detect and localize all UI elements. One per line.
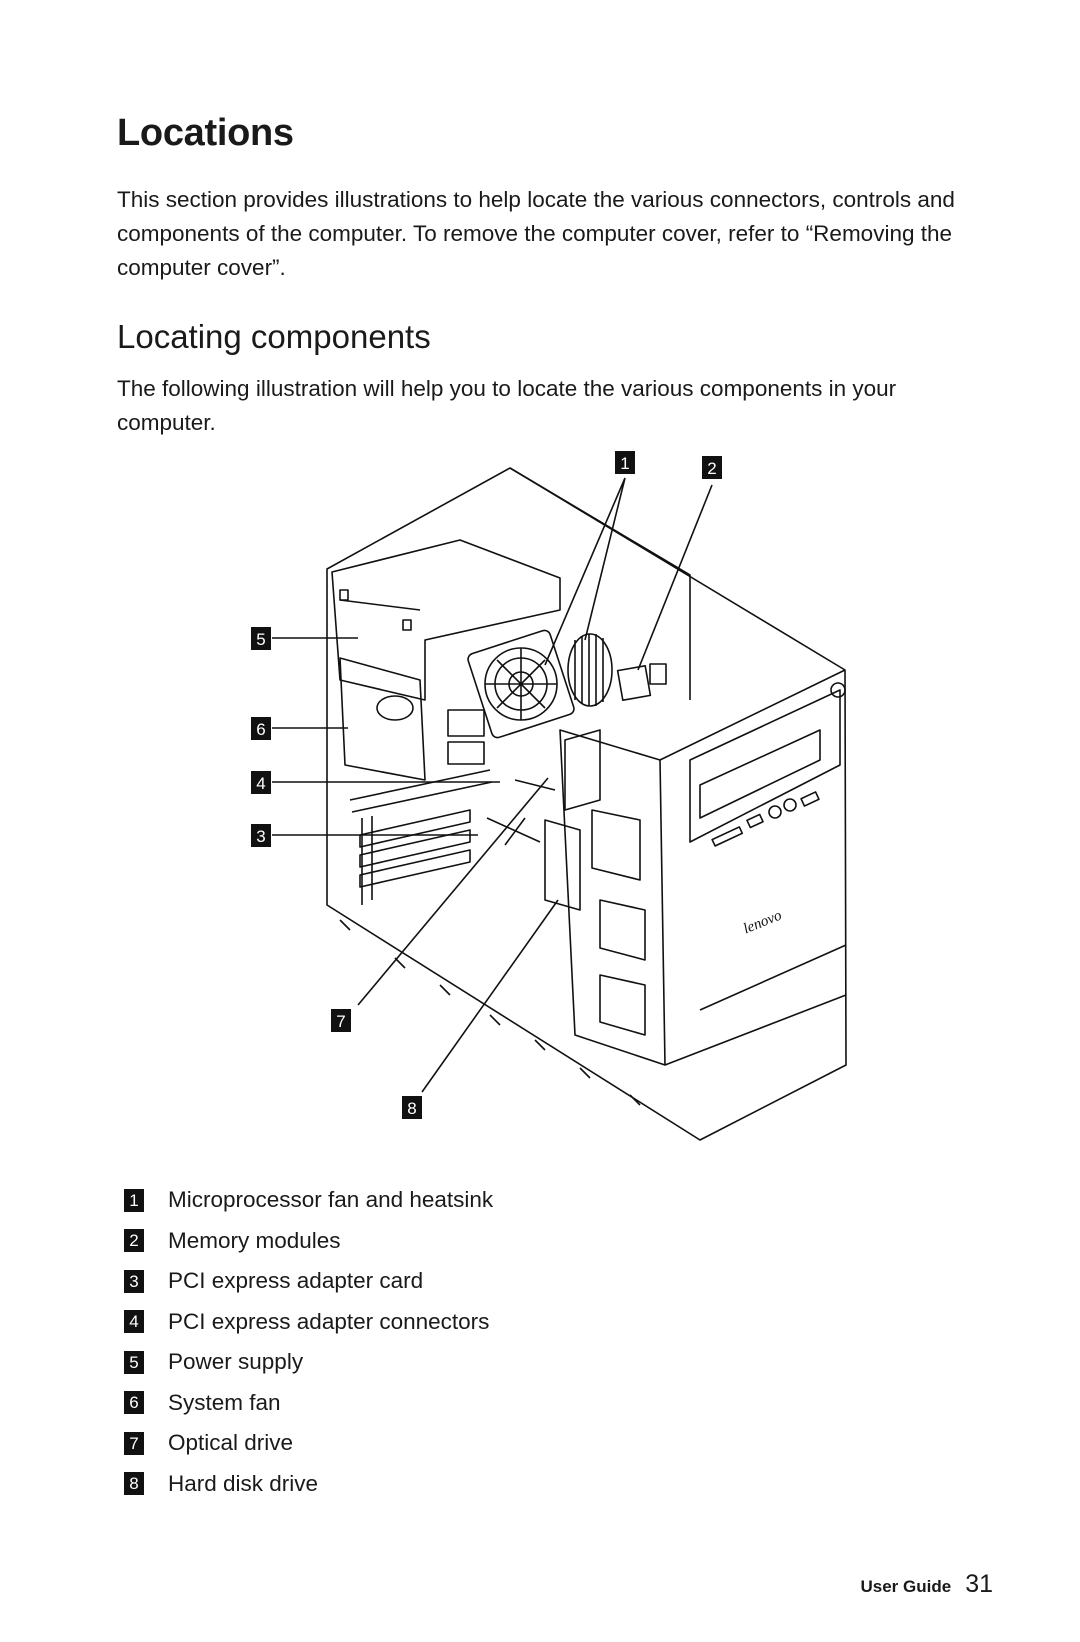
drive-cage-shape <box>559 729 666 1066</box>
legend-number: 6 <box>124 1391 144 1415</box>
section-title: Locating components <box>117 318 431 355</box>
svg-text:7: 7 <box>336 1012 345 1031</box>
legend-number: 8 <box>124 1472 144 1496</box>
legend-item: 5 Power supply <box>124 1342 493 1383</box>
callout-2: 2 <box>702 456 722 479</box>
pci-cards-shape <box>349 769 493 905</box>
legend-label: System fan <box>168 1389 281 1415</box>
svg-text:8: 8 <box>407 1099 416 1118</box>
legend-number: 5 <box>124 1350 144 1374</box>
legend-number: 4 <box>124 1310 144 1334</box>
legend-number: 7 <box>124 1431 144 1455</box>
legend-label: Hard disk drive <box>168 1470 319 1496</box>
legend-item: 7 Optical drive <box>124 1423 493 1464</box>
legend-number: 1 <box>124 1188 144 1212</box>
brand-logo: lenovo <box>741 907 785 937</box>
page-title: Locations <box>117 112 294 154</box>
legend-item: 6 System fan <box>124 1383 493 1424</box>
callout-4: 4 <box>251 771 271 794</box>
footer-guide-label: User Guide <box>860 1577 952 1596</box>
svg-text:1: 1 <box>620 454 629 473</box>
memory-module-shape <box>616 664 652 702</box>
legend-item: 1 Microprocessor fan and heatsink <box>124 1180 493 1221</box>
page-number: 31 <box>965 1570 993 1598</box>
callout-1: 1 <box>615 451 635 474</box>
callout-3: 3 <box>251 824 271 847</box>
legend-item: 2 Memory modules <box>124 1221 493 1262</box>
legend-item: 8 Hard disk drive <box>124 1464 493 1505</box>
heatsink-shape <box>567 633 613 707</box>
legend-label: Power supply <box>168 1349 304 1375</box>
legend-label: Microprocessor fan and heatsink <box>168 1187 494 1213</box>
page-footer: User Guide 31 <box>860 1570 993 1599</box>
callout-8: 8 <box>402 1096 422 1119</box>
svg-text:6: 6 <box>256 720 265 739</box>
legend-label: Memory modules <box>168 1227 341 1253</box>
legend-number: 2 <box>124 1229 144 1253</box>
legend-label: PCI express adapter card <box>168 1268 424 1294</box>
legend-label: Optical drive <box>168 1430 294 1456</box>
legend-item: 3 PCI express adapter card <box>124 1261 493 1302</box>
power-supply-shape <box>331 539 561 701</box>
section-lead-paragraph: The following illustration will help you… <box>117 376 897 435</box>
callout-7: 7 <box>331 1009 351 1032</box>
callout-6: 6 <box>251 717 271 740</box>
svg-text:4: 4 <box>256 774 265 793</box>
callout-5: 5 <box>251 627 271 650</box>
legend-item: 4 PCI express adapter connectors <box>124 1302 493 1343</box>
front-bezel <box>659 669 847 1066</box>
hard-disk-shape <box>544 819 581 911</box>
component-legend: 1 Microprocessor fan and heatsink 2 Memo… <box>124 1180 493 1504</box>
svg-text:2: 2 <box>707 459 716 478</box>
svg-text:5: 5 <box>256 630 265 649</box>
intro-paragraph: This section provides illustrations to h… <box>117 187 955 280</box>
system-fan-shape <box>339 657 426 781</box>
legend-number: 3 <box>124 1269 144 1293</box>
processor-fan-shape <box>467 629 575 739</box>
svg-text:3: 3 <box>256 827 265 846</box>
legend-label: PCI express adapter connectors <box>168 1308 490 1334</box>
